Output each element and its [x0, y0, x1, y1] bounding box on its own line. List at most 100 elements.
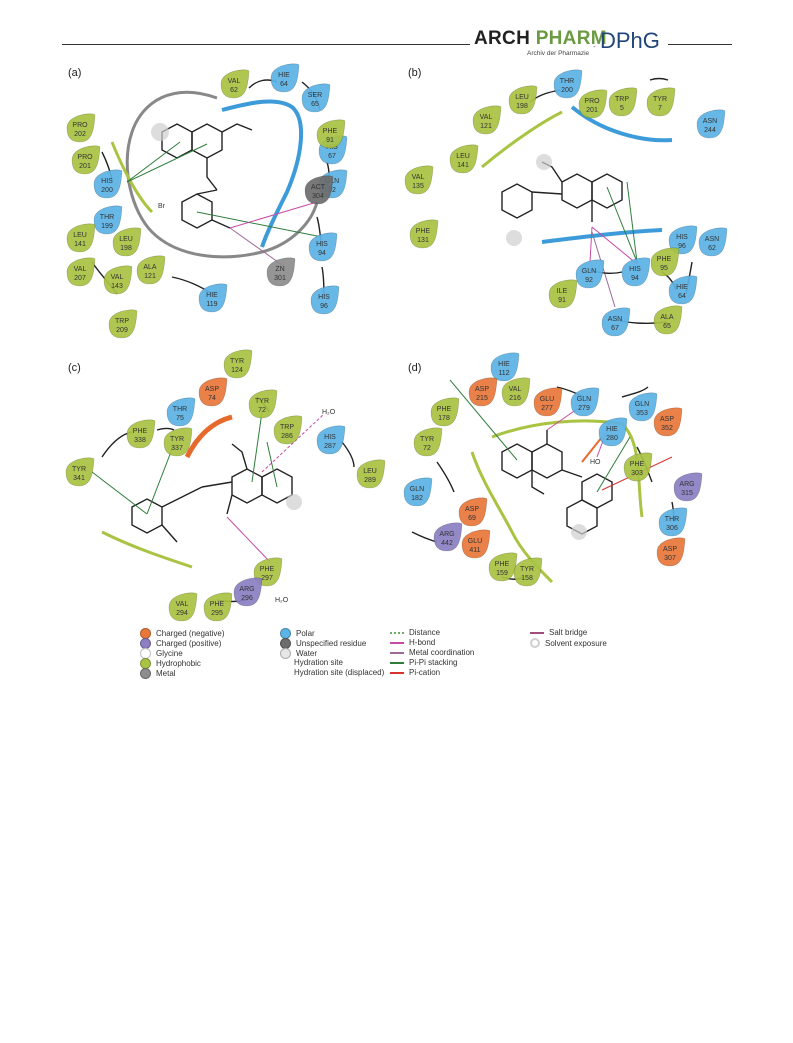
residue-name: TYR [420, 436, 434, 443]
panel-a-label: (a) [68, 67, 81, 79]
panel-b-metal-coord [591, 231, 616, 308]
logo-subtitle: Archiv der Pharmazie [527, 50, 590, 57]
residue-number: 353 [636, 410, 648, 417]
residue-number: 5 [620, 105, 624, 112]
residue-number: 72 [258, 407, 266, 414]
legend-label: Distance [409, 628, 441, 637]
panel-a-hbond [229, 201, 318, 229]
legend-line-icon [530, 631, 544, 634]
residue-number: 91 [558, 297, 566, 304]
residue-name: THR [100, 214, 114, 221]
residue-name: ASP [465, 506, 479, 513]
residue-number: 337 [171, 445, 183, 452]
residue-name: VAL [74, 266, 87, 273]
residue-name: ASN [703, 118, 717, 125]
logo-pharm: PHARM [535, 28, 607, 49]
residue-name: HIS [324, 434, 336, 441]
residue-name: PHE [437, 406, 452, 413]
residue-name: ASN [608, 316, 622, 323]
dphg-logo: DPhG [600, 28, 660, 53]
residue-name: TRP [280, 424, 294, 431]
residue-name: ARG [679, 481, 694, 488]
residue-shape [472, 105, 502, 135]
journal-logo: ARCH PHARM [474, 28, 607, 50]
residue-number: 158 [521, 575, 533, 582]
residue-number: 112 [498, 370, 509, 377]
panel-d-ligand [501, 430, 613, 535]
residue-shape [266, 257, 296, 287]
panel-b-contour-blue2 [541, 228, 663, 244]
residue-number: 92 [328, 187, 336, 194]
residue-number: 277 [541, 405, 553, 412]
residue-shape [621, 257, 651, 287]
legend-line-icon [390, 641, 404, 644]
panel-d-salt-bridge [581, 436, 603, 463]
residue-number: 65 [663, 323, 671, 330]
residue-number: 74 [208, 395, 216, 402]
residue-name: TYR [520, 566, 534, 573]
residue-shape [233, 577, 263, 607]
residue-shape [316, 425, 346, 455]
residue-shape [458, 497, 488, 527]
residue-name: TRP [115, 318, 129, 325]
residue-shape [404, 165, 434, 195]
residue-shape [658, 507, 688, 537]
residue-number: 286 [281, 433, 293, 440]
legend-label: H-bond [409, 638, 436, 647]
residue-shape [570, 387, 600, 417]
residue-number: 64 [678, 293, 686, 300]
residue-shape [126, 419, 156, 449]
legend-label: Hydrophobic [156, 659, 201, 668]
panel-b-label: (b) [408, 67, 421, 79]
residue-name: PHE [133, 428, 148, 435]
residue-name: ARG [239, 586, 254, 593]
panel-b-solvent-exposure [536, 154, 552, 170]
residue-shape [508, 85, 538, 115]
residue-name: VAL [228, 78, 241, 85]
residue-number: 92 [585, 277, 593, 284]
residue-name: GLN [577, 396, 591, 403]
residue-name: PRO [77, 154, 93, 161]
panel-b-solvent-exposure [506, 230, 522, 246]
residue-name: PHE [210, 601, 225, 608]
residue-number: 91 [326, 137, 334, 144]
residue-name: LEU [119, 236, 133, 243]
residue-number: 301 [274, 275, 286, 282]
logo-arch: ARCH [474, 28, 531, 49]
legend-label: Metal coordination [409, 648, 475, 657]
panel-b-pipi [606, 186, 638, 263]
legend-dot-icon [140, 668, 151, 679]
residue-number: 67 [328, 153, 336, 160]
residue-number: 95 [660, 265, 668, 272]
residue-name: HIE [206, 292, 218, 299]
panel-a-contour-blue [221, 99, 304, 248]
residue-number: 7 [658, 105, 662, 112]
legend-item: Metal [140, 668, 176, 679]
panel-a-contour-gray [125, 90, 319, 259]
panel-c-contour-orange [184, 414, 233, 459]
residue-name: HIE [498, 361, 510, 368]
panel-a-metal-coord [229, 227, 286, 268]
